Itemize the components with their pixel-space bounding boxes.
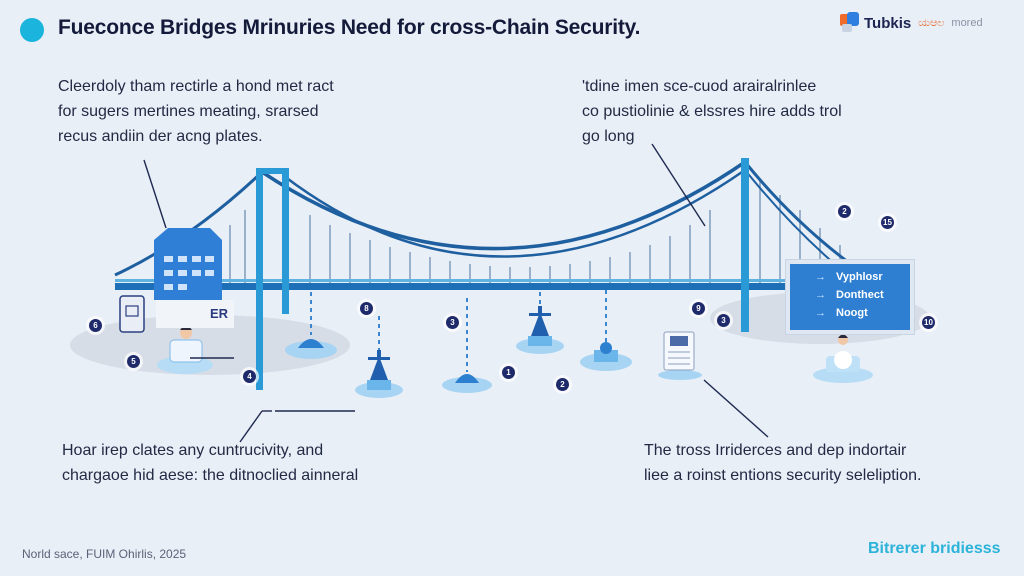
step-badge[interactable]: 2 [556, 378, 569, 391]
title-bullet-icon [20, 18, 44, 42]
arrow-right-icon: → [815, 307, 826, 319]
person-right [813, 334, 873, 383]
step-badge[interactable]: 3 [717, 314, 730, 327]
bridge-rail [115, 279, 875, 282]
step-badge[interactable]: 15 [881, 216, 894, 229]
step-badge[interactable]: 2 [838, 205, 851, 218]
brand-subtitle: mored [951, 17, 983, 29]
brand-mark-icon [840, 12, 860, 34]
step-badge[interactable]: 6 [89, 319, 102, 332]
leader-lines [143, 143, 769, 443]
sign-label: Noogt [836, 307, 868, 319]
sign-label: Donthect [836, 289, 884, 301]
step-badge[interactable]: 9 [692, 302, 705, 315]
direction-sign: → Vyphlosr → Donthect → Noogt [786, 260, 914, 334]
sign-row: → Vyphlosr [790, 268, 910, 286]
document-icon [658, 331, 702, 380]
note-bottom-right: The tross Irriderces and dep indortair l… [644, 438, 921, 488]
anchor-lines [310, 290, 607, 372]
pier-cross [355, 350, 403, 398]
sign-row: → Donthect [790, 286, 910, 304]
arrow-right-icon: → [815, 289, 826, 301]
note-line: 'tdine imen sce-cuod arairalrinlee [582, 78, 817, 95]
note-line: recus andiin der acng plates. [58, 128, 263, 145]
tower-left [256, 168, 289, 390]
building [154, 228, 222, 300]
note-line: Cleerdoly tham rectirle a hond met ract [58, 78, 334, 95]
step-badge[interactable]: 8 [360, 302, 373, 315]
footer-brand: Bitrerer bridiesss [868, 540, 1001, 557]
pier-cross [516, 306, 564, 354]
er-panel: ER [156, 300, 234, 328]
sign-row: → Noogt [790, 304, 910, 322]
note-top-left: Cleerdoly tham rectirle a hond met ract … [58, 74, 334, 149]
tower-right [741, 158, 749, 332]
note-line: Hoar irep clates any cuntrucivity, and [62, 442, 324, 459]
step-badge[interactable]: 4 [243, 370, 256, 383]
step-badge[interactable]: 5 [127, 355, 140, 368]
step-badge[interactable]: 3 [446, 316, 459, 329]
note-bottom-left: Hoar irep clates any cuntrucivity, and c… [62, 438, 358, 488]
person-left [157, 326, 213, 374]
step-badge[interactable]: 1 [502, 366, 515, 379]
page-title: Fueconce Bridges Mrinuries Need for cros… [58, 16, 641, 39]
note-line: liee a roinst entions security selelipti… [644, 467, 922, 484]
main-cable-lower [283, 168, 746, 258]
bridge-deck [115, 283, 875, 290]
arrow-right-icon: → [815, 271, 826, 283]
step-badge[interactable]: 10 [922, 316, 935, 329]
footer-credit: Norld sace, FUIM Ohirlis, 2025 [22, 547, 187, 561]
sign-label: Vyphlosr [836, 271, 883, 283]
main-cable-upper [261, 160, 746, 251]
note-line: co pustiolinie & elssres hire adds trol [582, 103, 842, 120]
pier [285, 339, 337, 359]
brand-name: Tubkis [864, 14, 912, 32]
pier [580, 342, 632, 371]
note-line: chargaoe hid aese: the ditnoclied ainner… [62, 467, 359, 484]
note-line: for sugers mertines meating, srarsed [58, 103, 319, 120]
note-line: The tross Irriderces and dep indortair [644, 442, 907, 459]
brand-tag: ಯಆಲ [918, 16, 945, 29]
wallet-device-icon [119, 295, 145, 333]
note-line: go long [582, 128, 635, 145]
brand-logo[interactable]: Tubkis ಯಆಲ mored [840, 12, 983, 34]
note-top-right: 'tdine imen sce-cuod arairalrinlee co pu… [582, 74, 842, 149]
pier [442, 374, 492, 393]
